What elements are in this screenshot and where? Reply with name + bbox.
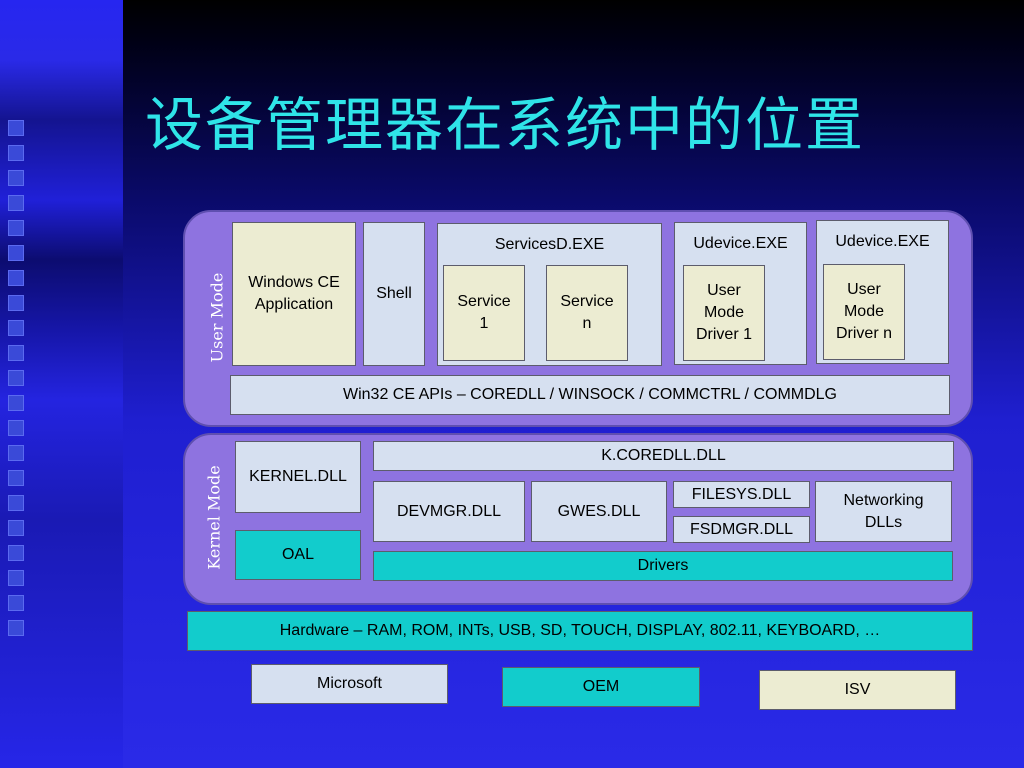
- decorative-square: [8, 495, 24, 511]
- udevice-1-title: Udevice.EXE: [693, 235, 788, 252]
- service-1-box: Service 1: [443, 265, 525, 361]
- shell-box: Shell: [363, 222, 425, 366]
- user-mode-driver-1-box: User Mode Driver 1: [683, 265, 765, 361]
- kernel-mode-label: Kernel Mode: [204, 465, 224, 570]
- udevice-n-title: Udevice.EXE: [835, 233, 930, 250]
- decorative-square: [8, 320, 24, 336]
- decorative-square: [8, 395, 24, 411]
- decorative-square: [8, 295, 24, 311]
- gwes-dll-box: GWES.DLL: [531, 481, 667, 542]
- decorative-square: [8, 120, 24, 136]
- decorative-square: [8, 595, 24, 611]
- devmgr-dll-box: DEVMGR.DLL: [373, 481, 525, 542]
- decorative-square: [8, 545, 24, 561]
- decorative-square: [8, 170, 24, 186]
- networking-dlls-box: Networking DLLs: [815, 481, 952, 542]
- decorative-square: [8, 445, 24, 461]
- hardware-box: Hardware – RAM, ROM, INTs, USB, SD, TOUC…: [187, 611, 973, 651]
- oal-box: OAL: [235, 530, 361, 580]
- user-mode-label: User Mode: [207, 272, 227, 363]
- k-coredll-box: K.COREDLL.DLL: [373, 441, 954, 471]
- page-title: 设备管理器在系统中的位置: [145, 91, 866, 159]
- decorative-square: [8, 570, 24, 586]
- windows-ce-application-box: Windows CE Application: [232, 222, 356, 366]
- decorative-square: [8, 245, 24, 261]
- user-mode-driver-n-box: User Mode Driver n: [823, 264, 905, 360]
- left-decorative-band: [0, 0, 123, 768]
- servicesd-title: ServicesD.EXE: [494, 236, 605, 253]
- service-n-box: Service n: [546, 265, 628, 361]
- legend-microsoft: Microsoft: [251, 664, 448, 704]
- filesys-dll-box: FILESYS.DLL: [673, 481, 810, 508]
- kernel-dll-box: KERNEL.DLL: [235, 441, 361, 513]
- decorative-square: [8, 270, 24, 286]
- decorative-square: [8, 520, 24, 536]
- legend-isv: ISV: [759, 670, 956, 710]
- decorative-square: [8, 195, 24, 211]
- decorative-square: [8, 370, 24, 386]
- drivers-box: Drivers: [373, 551, 953, 581]
- decorative-square: [8, 145, 24, 161]
- fsdmgr-dll-box: FSDMGR.DLL: [673, 516, 810, 543]
- legend-oem: OEM: [502, 667, 700, 707]
- decorative-square: [8, 470, 24, 486]
- decorative-square: [8, 220, 24, 236]
- decorative-square: [8, 420, 24, 436]
- decorative-square: [8, 345, 24, 361]
- decorative-square: [8, 620, 24, 636]
- win32-apis-box: Win32 CE APIs – COREDLL / WINSOCK / COMM…: [230, 375, 950, 415]
